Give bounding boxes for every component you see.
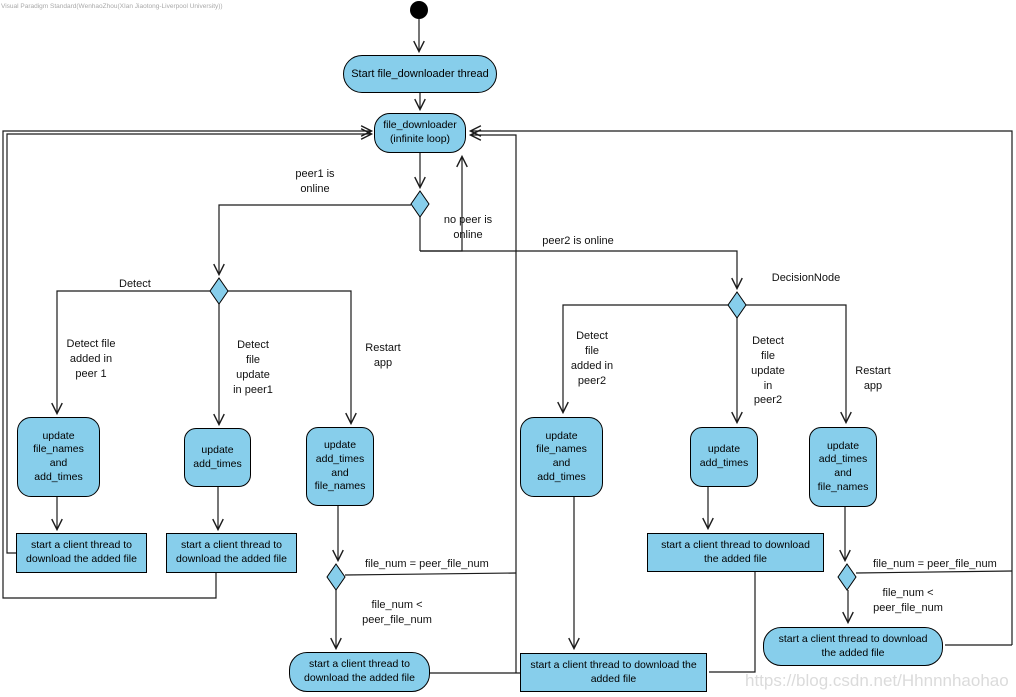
action-p1-client-thread-restart: start a client thread to download the ad… [289,652,430,692]
action-p2-update-addtimes-filenames: update add_times and file_names [809,427,877,507]
action-p1-client-thread-update: start a client thread to download the ad… [166,533,297,573]
action-p2-update-filenames-addtimes: update file_names and add_times [520,417,603,497]
decision-d5-filenum-p2 [837,563,857,591]
action-p1-update-addtimes-filenames: update add_times and file_names [306,427,374,506]
edge-d5-equal [855,570,1013,574]
label-p1-detect-added: Detect file added in peer 1 [66,338,116,380]
action-p2-update-addtimes: update add_times [690,427,758,487]
label-p2-restart-app: Restart app [855,365,891,392]
initial-node [410,1,428,19]
label-peer2-online: peer2 is online [542,235,614,247]
edge-riser-1012 [468,125,1013,645]
edge-d1-to-d3 [420,250,743,291]
label-p1-filenum-equal: file_num = peer_file_num [365,558,489,570]
action-p2-client-thread-update: start a client thread to download the ad… [647,533,824,572]
csdn-watermark: https://blog.csdn.net/Hhnnnhaohao [745,671,1009,690]
label-p2-filenum-equal: file_num = peer_file_num [873,558,997,570]
label-no-peer-online: no peer is online [443,214,493,241]
action-p2-client-thread-added: start a client thread to download the ad… [520,653,707,692]
action-p1-update-addtimes: update add_times [184,428,251,487]
label-p1-restart-app: Restart app [365,342,401,369]
decision-d3-decisionnode [727,291,747,319]
decision-d2-detect [209,277,229,305]
edge-riser-516 [468,129,517,673]
edge-return-left-inner [6,128,374,554]
edge-d1-to-d2 [213,204,411,277]
edge-return-left-outer [2,125,374,599]
label-p2-filenum-less: file_num < peer_file_num [873,587,943,614]
edge-d4-equal [344,572,517,576]
edge-d3-right [746,304,852,425]
edge-d2-left [51,290,210,416]
label-p2-detect-added: Detect file added in peer2 [570,330,614,387]
label-peer1-online: peer1 is online [295,168,335,195]
action-p1-update-filenames-addtimes: update file_names and add_times [17,417,100,497]
label-decision-node: DecisionNode [771,272,841,284]
label-detect: Detect [119,278,151,290]
label-p1-filenum-less: file_num < peer_file_num [362,599,432,626]
action-file-downloader-loop: file_downloader (infinite loop) [374,113,466,153]
edge-d3-left [557,304,728,415]
decision-d1 [410,190,430,218]
decision-d4-filenum-p1 [326,563,346,591]
label-p1-detect-update: Detect file update in peer1 [233,339,273,396]
action-p1-client-thread-added: start a client thread to download the ad… [16,533,147,573]
action-p2-client-thread-restart: start a client thread to download the ad… [763,627,943,666]
edge-d2-right [228,290,357,426]
label-p2-detect-update: Detect file update in peer2 [751,335,785,407]
action-start-downloader-thread: Start file_downloader thread [343,55,497,93]
edge-p2update-return [709,572,756,673]
visual-paradigm-watermark: Visual Paradigm Standard(WenhaoZhou(XIan… [1,3,223,10]
